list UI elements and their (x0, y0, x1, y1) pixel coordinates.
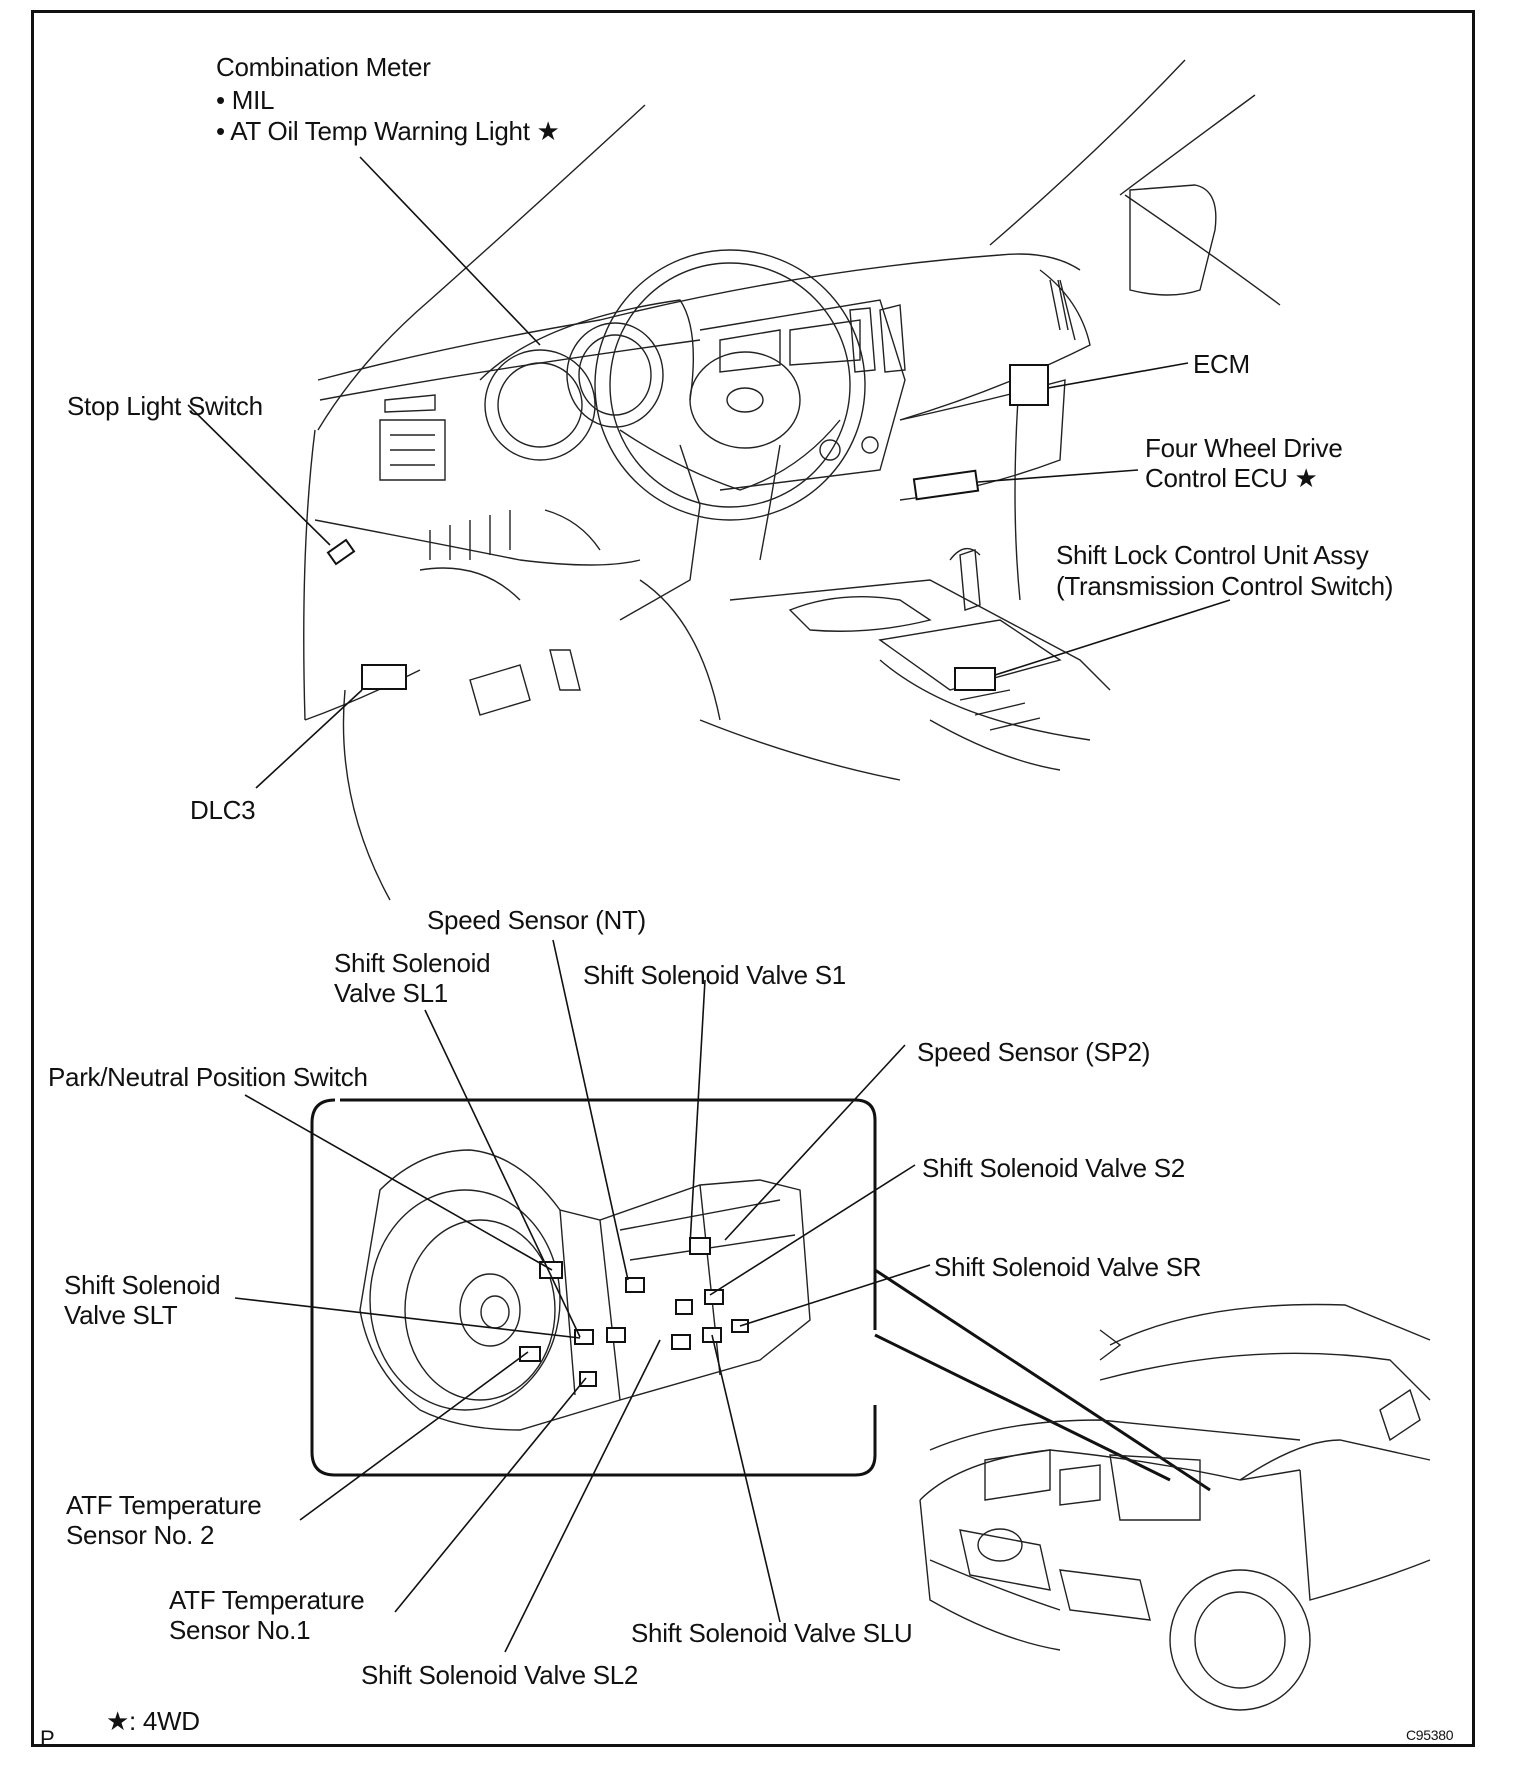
vehicle-illustration (919, 1303, 1431, 1711)
shift-solenoid-slt-label-line2: Valve SLT (64, 1300, 178, 1330)
shift-solenoid-sl1-label-line2: Valve SL1 (334, 978, 448, 1008)
atf-temperature-sensor-2-label-line1: ATF Temperature (66, 1490, 262, 1520)
legend-4wd: ★: 4WD (106, 1706, 200, 1736)
shift-lock-control-unit-label-line2: (Transmission Control Switch) (1056, 571, 1394, 601)
atf-temperature-sensor-2-label-line2: Sensor No. 2 (66, 1520, 215, 1550)
transmission-inset (310, 1098, 1211, 1492)
shift-solenoid-sl1-label-line1: Shift Solenoid (334, 948, 491, 978)
shift-solenoid-sr-label: Shift Solenoid Valve SR (934, 1252, 1202, 1282)
atf-temperature-sensor-1-label-line1: ATF Temperature (169, 1585, 365, 1615)
shift-solenoid-sl2-label: Shift Solenoid Valve SL2 (361, 1660, 639, 1690)
figure-code: C95380 (1406, 1727, 1454, 1743)
mil-label: • MIL (216, 85, 275, 115)
ecm-label: ECM (1193, 349, 1250, 379)
speed-sensor-nt-label: Speed Sensor (NT) (427, 905, 646, 935)
speed-sensor-sp2-label: Speed Sensor (SP2) (917, 1037, 1151, 1067)
shift-solenoid-slu-label: Shift Solenoid Valve SLU (631, 1618, 913, 1648)
combination-meter-label: Combination Meter (216, 52, 431, 82)
four-wheel-drive-ecu-label-line2: Control ECU ★ (1145, 463, 1318, 493)
park-neutral-position-switch-label: Park/Neutral Position Switch (48, 1062, 368, 1092)
at-oil-temp-warning-light-label: • AT Oil Temp Warning Light ★ (216, 116, 560, 146)
stop-light-switch-label: Stop Light Switch (67, 391, 263, 421)
four-wheel-drive-ecu-label-line1: Four Wheel Drive (1145, 433, 1343, 463)
corner-mark: P (40, 1726, 55, 1751)
dashboard-illustration (303, 59, 1281, 901)
shift-solenoid-slt-label-line1: Shift Solenoid (64, 1270, 221, 1300)
atf-temperature-sensor-1-label-line2: Sensor No.1 (169, 1615, 311, 1645)
diagram-frame (31, 10, 1475, 1747)
shift-solenoid-s2-label: Shift Solenoid Valve S2 (922, 1153, 1185, 1183)
shift-lock-control-unit-label-line1: Shift Lock Control Unit Assy (1056, 540, 1369, 570)
shift-solenoid-s1-label: Shift Solenoid Valve S1 (583, 960, 846, 990)
dlc3-label: DLC3 (190, 795, 256, 825)
leader-lines (187, 156, 1231, 1653)
